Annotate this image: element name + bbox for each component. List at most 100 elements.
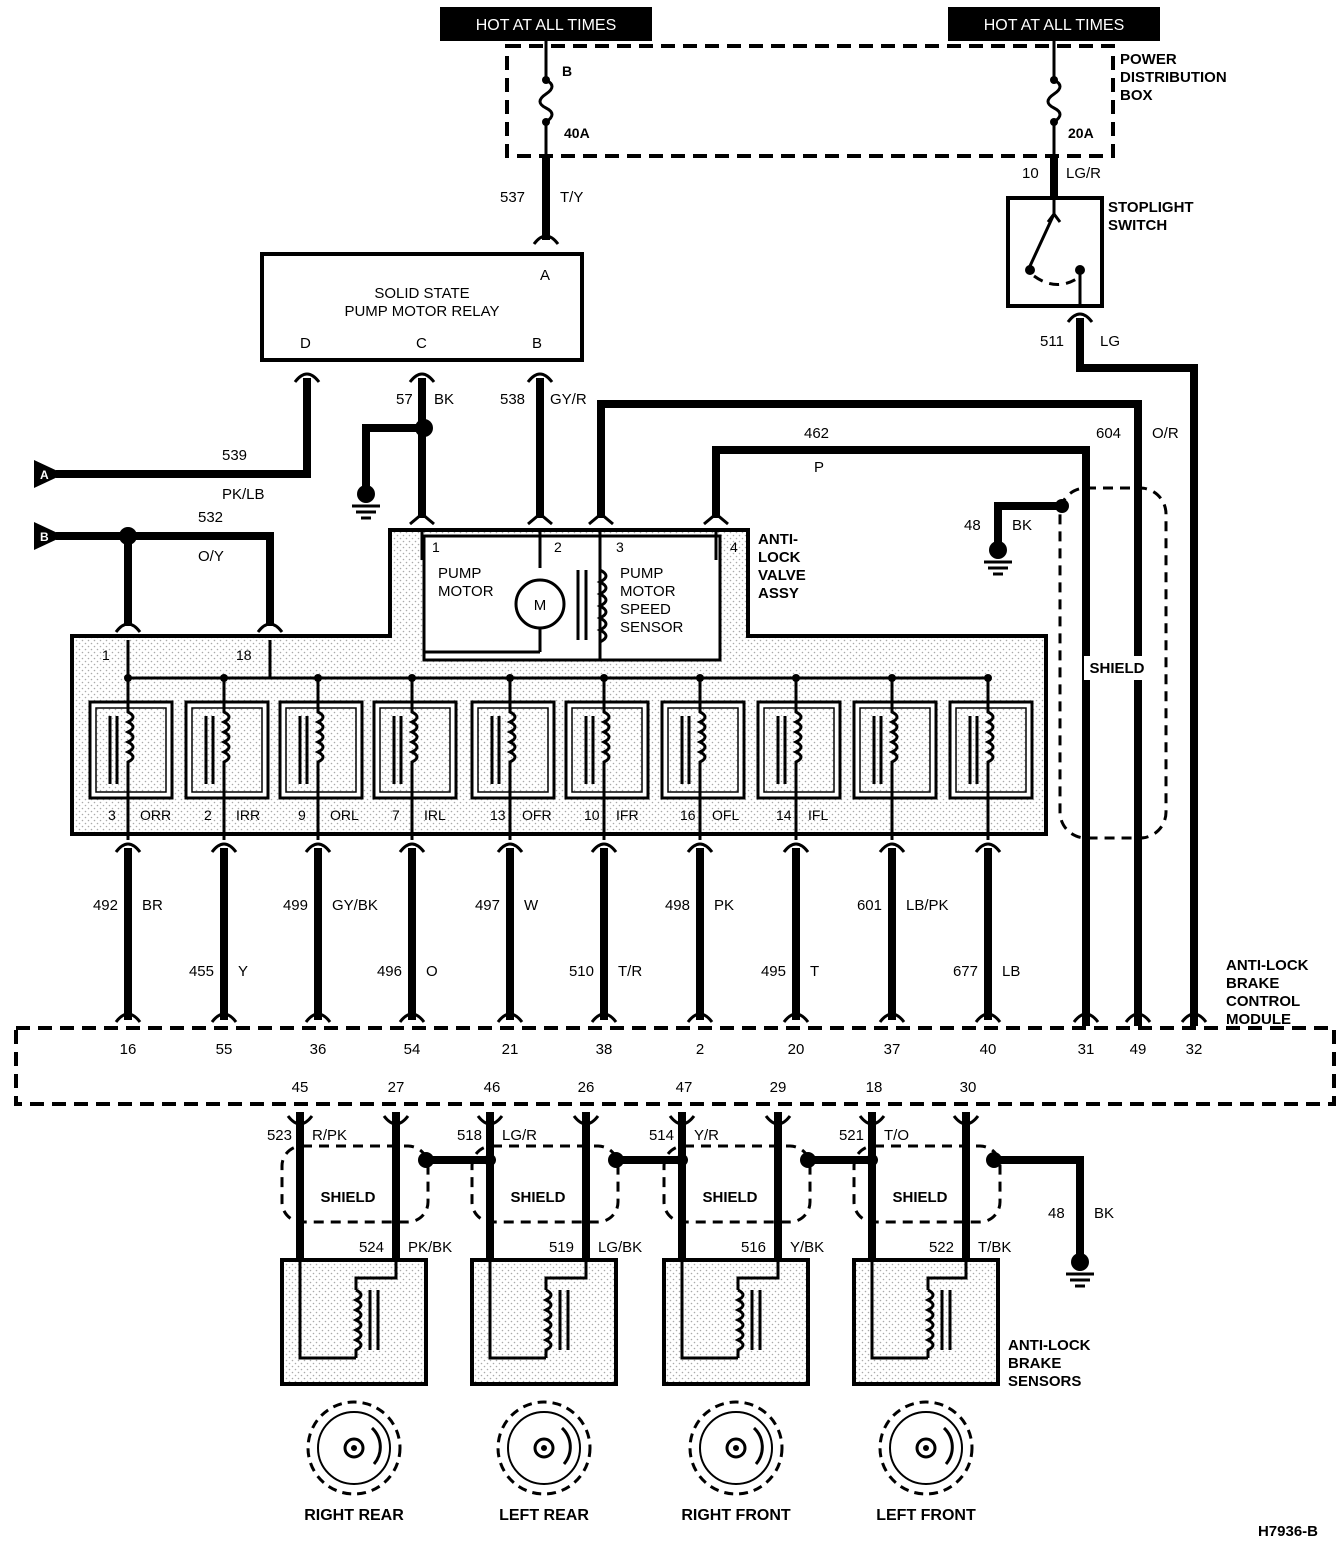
module-bottom-pin: 46 bbox=[484, 1079, 501, 1096]
module-title-2: BRAKE bbox=[1226, 975, 1279, 992]
pump-motor-label-2: MOTOR bbox=[438, 583, 494, 600]
svg-text:511: 511 bbox=[1040, 333, 1064, 350]
svg-text:18: 18 bbox=[236, 647, 252, 663]
svg-text:LG/BK: LG/BK bbox=[598, 1239, 642, 1256]
module-title-3: CONTROL bbox=[1226, 993, 1300, 1010]
sensors-title-3: SENSORS bbox=[1008, 1373, 1081, 1390]
solenoid-name-label: IRR bbox=[236, 807, 260, 823]
svg-text:LG/R: LG/R bbox=[1066, 165, 1101, 182]
pdb-title-1: POWER bbox=[1120, 51, 1177, 68]
solenoid-name-label: IFL bbox=[808, 807, 828, 823]
shield-label: SHIELD bbox=[892, 1189, 947, 1206]
svg-text:GY/R: GY/R bbox=[550, 391, 587, 408]
connector-b: B bbox=[40, 530, 49, 544]
module-top-pin: 21 bbox=[502, 1041, 519, 1058]
wire-532: B 532 O/Y bbox=[34, 509, 284, 633]
svg-text:539: 539 bbox=[222, 447, 247, 464]
wire-537: 537 T/Y bbox=[500, 156, 583, 245]
module-top-pin: 54 bbox=[404, 1041, 421, 1058]
svg-text:Y/R: Y/R bbox=[694, 1127, 719, 1144]
svg-text:O/Y: O/Y bbox=[198, 548, 224, 565]
svg-text:BK: BK bbox=[1094, 1205, 1114, 1222]
svg-text:HOT AT ALL TIMES: HOT AT ALL TIMES bbox=[476, 17, 617, 34]
anti-lock-brake-control-module: ANTI-LOCK BRAKE CONTROL MODULE bbox=[14, 957, 1336, 1106]
svg-text:Y: Y bbox=[238, 963, 248, 980]
solenoid-name-label: ORL bbox=[330, 807, 359, 823]
fuse-40a-label: 40A bbox=[564, 125, 590, 141]
svg-text:521: 521 bbox=[839, 1127, 864, 1144]
wire-10: 10 LG/R bbox=[1022, 156, 1101, 200]
svg-text:Y/BK: Y/BK bbox=[790, 1239, 824, 1256]
module-top-pin: 16 bbox=[120, 1041, 137, 1058]
module-title-4: MODULE bbox=[1226, 1011, 1291, 1028]
module-top-pin: 31 bbox=[1078, 1041, 1095, 1058]
module-top-pin: 49 bbox=[1130, 1041, 1147, 1058]
module-bottom-pin: 30 bbox=[960, 1079, 977, 1096]
solenoid-pin-label: 7 bbox=[392, 807, 400, 823]
solenoid: 7 IRL bbox=[372, 674, 458, 840]
svg-text:514: 514 bbox=[649, 1127, 674, 1144]
connector-a: A bbox=[40, 468, 49, 482]
svg-text:LG: LG bbox=[1100, 333, 1120, 350]
solenoid-name-label: OFR bbox=[522, 807, 552, 823]
stoplight-switch-title-2: SWITCH bbox=[1108, 217, 1167, 234]
svg-text:537: 537 bbox=[500, 189, 525, 206]
ground-48-lower: 48 BK bbox=[986, 1152, 1114, 1288]
svg-text:LG/R: LG/R bbox=[502, 1127, 537, 1144]
module-top-pin: 40 bbox=[980, 1041, 997, 1058]
svg-text:R/PK: R/PK bbox=[312, 1127, 347, 1144]
shield-label: SHIELD bbox=[320, 1189, 375, 1206]
svg-text:BK: BK bbox=[434, 391, 454, 408]
svg-text:1: 1 bbox=[432, 539, 440, 555]
svg-text:1: 1 bbox=[102, 647, 110, 663]
solenoid: 2 IRR bbox=[184, 674, 270, 840]
module-top-pin: 20 bbox=[788, 1041, 805, 1058]
shield-label: SHIELD bbox=[702, 1189, 757, 1206]
svg-text:48: 48 bbox=[964, 517, 981, 534]
svg-text:SHIELD: SHIELD bbox=[1089, 660, 1144, 677]
sensors-title-1: ANTI-LOCK bbox=[1008, 1337, 1091, 1354]
pdb-title-2: DISTRIBUTION bbox=[1120, 69, 1227, 86]
svg-text:PK/LB: PK/LB bbox=[222, 486, 265, 503]
module-bottom-pin: 29 bbox=[770, 1079, 787, 1096]
solenoid-pin-label: 2 bbox=[204, 807, 212, 823]
svg-text:O/R: O/R bbox=[1152, 425, 1179, 442]
speed-sensor-label-2: MOTOR bbox=[620, 583, 676, 600]
relay-pin-b: B bbox=[532, 335, 542, 352]
hot-at-all-times-label-left: HOT AT ALL TIMES bbox=[440, 7, 652, 41]
module-top-pin: 55 bbox=[216, 1041, 233, 1058]
stoplight-switch: STOPLIGHT SWITCH bbox=[1006, 196, 1194, 308]
relay-title-1: SOLID STATE bbox=[374, 285, 469, 302]
shield-label: SHIELD bbox=[510, 1189, 565, 1206]
svg-text:BR: BR bbox=[142, 897, 163, 914]
module-title-1: ANTI-LOCK bbox=[1226, 957, 1309, 974]
svg-text:532: 532 bbox=[198, 509, 223, 526]
svg-text:499: 499 bbox=[283, 897, 308, 914]
solenoid-pin-label: 16 bbox=[680, 807, 696, 823]
solenoid-pin-label: 13 bbox=[490, 807, 506, 823]
svg-text:498: 498 bbox=[665, 897, 690, 914]
solenoid-name-label: IRL bbox=[424, 807, 446, 823]
svg-text:677: 677 bbox=[953, 963, 978, 980]
solenoid-name-label: OFL bbox=[712, 807, 739, 823]
svg-text:2: 2 bbox=[554, 539, 562, 555]
wheel-label: RIGHT FRONT bbox=[681, 1507, 791, 1524]
solenoid bbox=[852, 674, 938, 840]
svg-text:516: 516 bbox=[741, 1239, 766, 1256]
module-top-pin: 32 bbox=[1186, 1041, 1203, 1058]
svg-text:P: P bbox=[814, 459, 824, 476]
valve-assy-title-4: ASSY bbox=[758, 585, 799, 602]
svg-text:O: O bbox=[426, 963, 438, 980]
module-top-pin: 37 bbox=[884, 1041, 901, 1058]
